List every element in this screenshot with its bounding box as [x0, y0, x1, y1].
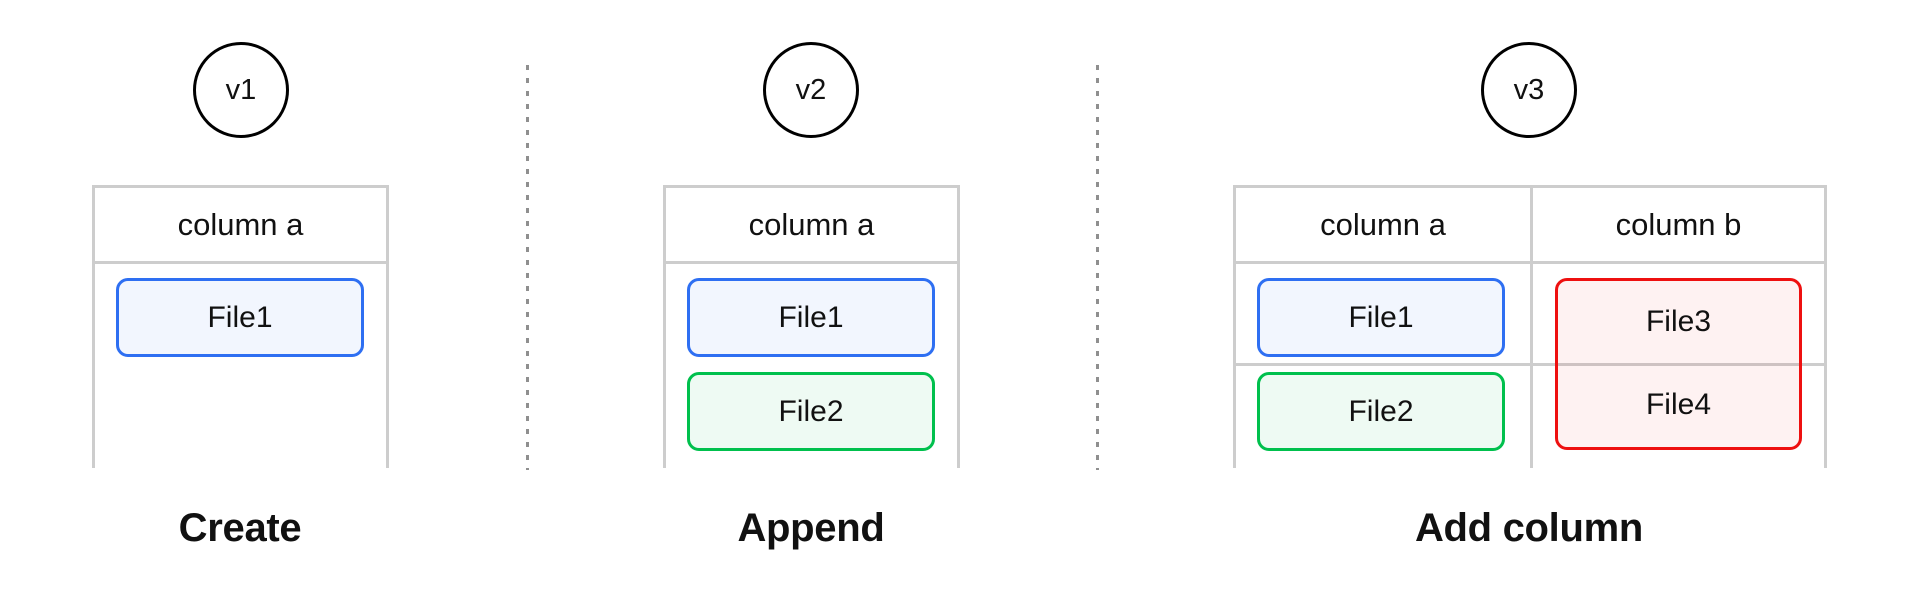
version-label: v3: [1513, 73, 1545, 106]
column-header: column a: [177, 206, 304, 242]
dataset-table: column a File1 File2: [663, 185, 960, 468]
version-label: v2: [795, 73, 827, 106]
operation-label: Create: [178, 506, 302, 550]
version-badge: v3: [1481, 42, 1577, 138]
version-label: v1: [225, 73, 257, 106]
column-header: column b: [1615, 206, 1742, 242]
file-box: File1: [116, 278, 364, 357]
section-divider: [526, 65, 529, 470]
file-box: File2: [687, 372, 935, 451]
header-divider-line: [666, 261, 957, 264]
column-header: column a: [1320, 206, 1446, 242]
header-divider-line: [95, 261, 386, 264]
file-box: File1: [1257, 278, 1505, 357]
file-box: File3: [1645, 305, 1712, 339]
file-box: File4: [1645, 388, 1712, 422]
operation-label: Append: [737, 506, 885, 550]
dataset-table: column a column b File1 File2 File3 File…: [1233, 185, 1827, 468]
version-badge: v1: [193, 42, 289, 138]
dataset-table: column a File1: [92, 185, 389, 468]
file-box: File2: [1257, 372, 1505, 451]
version-badge: v2: [763, 42, 859, 138]
column-header: column a: [748, 206, 875, 242]
file-box-group: File3 File4: [1555, 278, 1802, 450]
file-box: File1: [687, 278, 935, 357]
operation-label: Add column: [1414, 506, 1644, 550]
section-divider: [1096, 65, 1099, 470]
column-divider-line: [1530, 188, 1533, 468]
